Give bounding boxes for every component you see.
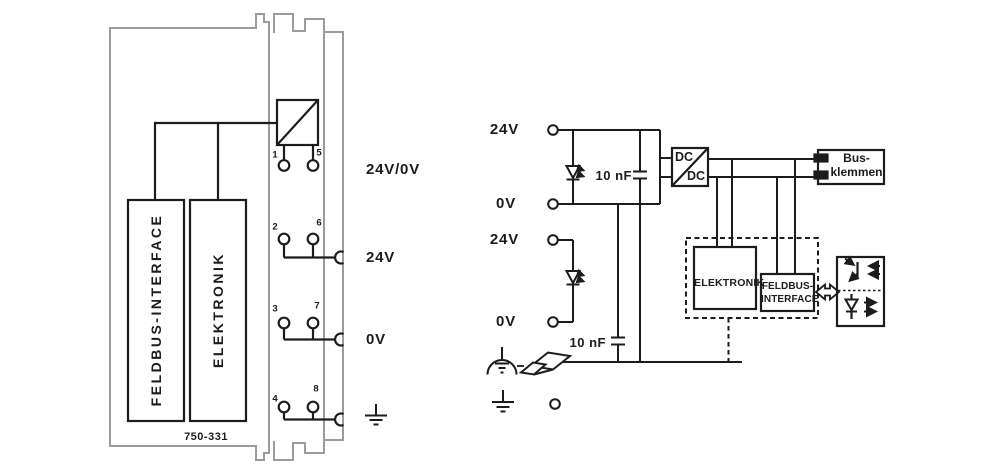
terminal-row-2 — [277, 232, 344, 265]
module-model-number: 750-331 — [184, 431, 228, 443]
terminal-number-1: 1 — [272, 149, 278, 161]
field-supply-circuit — [547, 234, 586, 328]
bidirectional-arrow-icon — [814, 282, 841, 302]
block-feed-wires — [716, 159, 796, 274]
bus-supply-wires — [708, 158, 818, 178]
terminal-row-4 — [277, 400, 344, 427]
field-terminal-0v — [547, 316, 559, 328]
cage-clamp-icon — [334, 332, 344, 347]
terminal-number-7: 7 — [314, 300, 320, 312]
module-housing-outline — [109, 13, 344, 461]
terminal-number-2: 2 — [272, 221, 278, 233]
terminal-row-3 — [277, 316, 344, 347]
system-cap-value: 10 nF — [595, 168, 632, 183]
logic-enclosure-dashed — [685, 237, 819, 319]
dcdc-label-top: DC — [675, 150, 694, 164]
supply-terminal-24v — [547, 124, 559, 136]
earth-ground-icon-module — [365, 404, 387, 426]
terminal-number-6: 6 — [316, 217, 322, 229]
system-0v-label: 0V — [496, 195, 516, 212]
system-24v-label: 24V — [489, 121, 519, 138]
dcdc-label-bottom: DC — [686, 169, 705, 183]
bus-klemmen-label: Bus- klemmen — [829, 151, 884, 179]
feldbus-interface-box — [759, 272, 816, 313]
bus-klemmen-box — [813, 148, 886, 186]
field-0v-label: 0V — [496, 313, 516, 330]
functional-earth-icon — [486, 347, 518, 375]
unconnected-terminal — [549, 398, 561, 410]
feldbus-box-line2: INTERFACE — [761, 293, 819, 305]
terminal-circle-5 — [306, 159, 320, 172]
terminal-circle-8 — [306, 400, 320, 414]
terminal-row-1 — [277, 145, 320, 172]
led-icon — [564, 268, 586, 286]
terminal-circle-4 — [277, 400, 291, 414]
system-supply-circuit — [547, 124, 672, 362]
cage-clamp-icon — [334, 250, 344, 265]
internal-supply-wires — [153, 121, 277, 201]
terminal-number-3: 3 — [272, 303, 278, 315]
row3-voltage-label: 0V — [366, 331, 386, 348]
cage-clamp-icon — [334, 412, 344, 427]
elektronik-box-label: ELEKTRONIK — [694, 277, 765, 289]
terminal-circle-3 — [277, 316, 291, 330]
dcdc-symbol-module — [275, 98, 320, 147]
phototransistor-icon — [843, 255, 860, 283]
feldbus-box-line1: FELDBUS- — [761, 281, 814, 292]
capacitor-icon — [633, 130, 647, 362]
led-icon — [564, 163, 586, 181]
earth-ground-icon — [492, 390, 514, 413]
earth-rail-circuit — [486, 318, 742, 413]
terminal-circle-7 — [306, 316, 320, 330]
terminal-number-8: 8 — [313, 383, 319, 395]
bus-klemmen-line1: Bus- — [843, 151, 870, 165]
transmit-arrows-icon — [864, 296, 878, 318]
terminal-number-4: 4 — [272, 393, 278, 405]
elektronik-block-label: ELEKTRONIK — [210, 252, 226, 368]
elektronik-box — [692, 245, 758, 311]
terminal-circle-1 — [277, 159, 291, 172]
row2-voltage-label: 24V — [366, 249, 396, 266]
field-cap-value: 10 nF — [569, 335, 606, 350]
din-rail-profile — [324, 31, 344, 441]
field-terminal-24v — [547, 234, 559, 246]
supply-terminal-0v — [547, 198, 559, 210]
dcdc-converter-box — [670, 146, 710, 188]
terminal-circle-2 — [277, 232, 291, 246]
receive-arrows-icon — [867, 260, 880, 280]
din-rail-clamp-icon — [517, 351, 573, 376]
feldbus-box-label: FELDBUS- INTERFACE — [761, 281, 819, 306]
led-diode-icon — [843, 294, 860, 319]
capacitor-icon — [611, 204, 625, 362]
optocoupler-box — [835, 255, 886, 328]
bus-klemmen-line2: klemmen — [830, 164, 883, 179]
feldbus-block-label: FELDBUS-INTERFACE — [148, 213, 164, 407]
terminal-circle-6 — [306, 232, 320, 246]
field-24v-label: 24V — [489, 231, 519, 248]
row1-voltage-label: 24V/0V — [366, 161, 421, 178]
terminal-number-5: 5 — [316, 147, 322, 159]
